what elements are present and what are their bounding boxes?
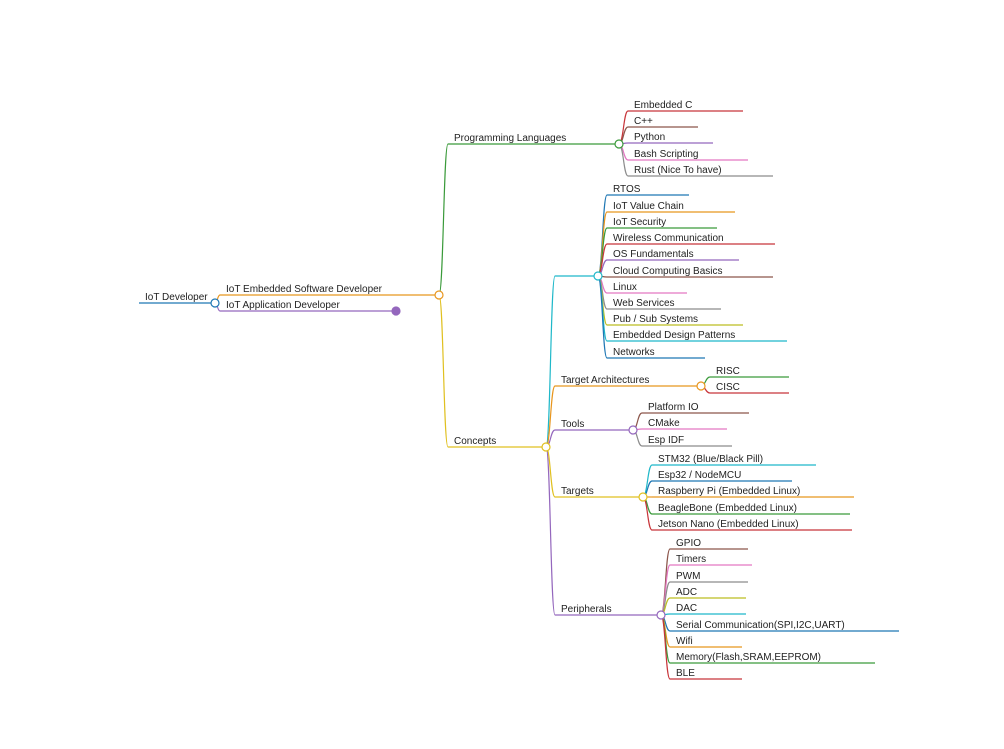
node-label-linux[interactable]: Linux bbox=[613, 282, 637, 293]
mindmap-links bbox=[139, 110, 899, 680]
node-label-peripherals[interactable]: Peripherals bbox=[561, 604, 612, 615]
node-label-platform-io[interactable]: Platform IO bbox=[648, 402, 699, 413]
link-peripherals bbox=[545, 446, 556, 616]
node-label-os-fundamentals[interactable]: OS Fundamentals bbox=[613, 249, 694, 260]
node-label-rtos[interactable]: RTOS bbox=[613, 184, 641, 195]
collapse-toggle-concepts[interactable] bbox=[541, 442, 551, 452]
node-label-cmake[interactable]: CMake bbox=[648, 418, 680, 429]
collapse-toggle-targets[interactable] bbox=[638, 492, 648, 502]
node-label-web-services[interactable]: Web Services bbox=[613, 298, 675, 309]
collapse-toggle-target-architectures[interactable] bbox=[696, 381, 706, 391]
node-label-memory[interactable]: Memory(Flash,SRAM,EEPROM) bbox=[676, 652, 821, 663]
node-label-targets[interactable]: Targets bbox=[561, 486, 594, 497]
node-label-jetson-nano[interactable]: Jetson Nano (Embedded Linux) bbox=[658, 519, 799, 530]
node-label-iot-value-chain[interactable]: IoT Value Chain bbox=[613, 201, 684, 212]
node-label-concepts[interactable]: Concepts bbox=[454, 436, 496, 447]
link-concepts bbox=[438, 294, 449, 448]
link-concepts-group bbox=[545, 275, 556, 448]
collapse-toggle-concepts-group[interactable] bbox=[593, 271, 603, 281]
node-label-application[interactable]: IoT Application Developer bbox=[226, 300, 340, 311]
node-label-wifi[interactable]: Wifi bbox=[676, 636, 693, 647]
node-label-tools[interactable]: Tools bbox=[561, 419, 584, 430]
node-label-timers[interactable]: Timers bbox=[676, 554, 706, 565]
node-label-target-architectures[interactable]: Target Architectures bbox=[561, 375, 649, 386]
expand-toggle-application[interactable] bbox=[391, 306, 401, 316]
link-networks bbox=[597, 275, 608, 359]
node-label-stm32[interactable]: STM32 (Blue/Black Pill) bbox=[658, 454, 763, 465]
node-label-iot-security[interactable]: IoT Security bbox=[613, 217, 666, 228]
node-label-cisc[interactable]: CISC bbox=[716, 382, 740, 393]
node-label-embedded-c[interactable]: Embedded C bbox=[634, 100, 692, 111]
collapse-toggle-embedded[interactable] bbox=[434, 290, 444, 300]
node-label-serial-communication[interactable]: Serial Communication(SPI,I2C,UART) bbox=[676, 620, 845, 631]
node-label-ble[interactable]: BLE bbox=[676, 668, 695, 679]
node-label-gpio[interactable]: GPIO bbox=[676, 538, 701, 549]
link-programming-languages bbox=[438, 143, 449, 296]
node-label-dac[interactable]: DAC bbox=[676, 603, 697, 614]
node-label-beaglebone[interactable]: BeagleBone (Embedded Linux) bbox=[658, 503, 797, 514]
node-label-embedded-design-patterns[interactable]: Embedded Design Patterns bbox=[613, 330, 735, 341]
node-label-risc[interactable]: RISC bbox=[716, 366, 740, 377]
node-label-raspberry-pi[interactable]: Raspberry Pi (Embedded Linux) bbox=[658, 486, 800, 497]
node-label-cloud-computing-basics[interactable]: Cloud Computing Basics bbox=[613, 266, 723, 277]
node-label-python[interactable]: Python bbox=[634, 132, 665, 143]
node-label-pwm[interactable]: PWM bbox=[676, 571, 700, 582]
collapse-toggle-peripherals[interactable] bbox=[656, 610, 666, 620]
node-label-cpp[interactable]: C++ bbox=[634, 116, 653, 127]
collapse-toggle-programming-languages[interactable] bbox=[614, 139, 624, 149]
node-label-esp32[interactable]: Esp32 / NodeMCU bbox=[658, 470, 741, 481]
mindmap-nodes: IoT Developer IoT Embedded Software Devel… bbox=[145, 100, 845, 679]
node-label-wireless-communication[interactable]: Wireless Communication bbox=[613, 233, 724, 244]
node-label-networks[interactable]: Networks bbox=[613, 347, 655, 358]
node-label-esp-idf[interactable]: Esp IDF bbox=[648, 435, 684, 446]
node-label-pub-sub-systems[interactable]: Pub / Sub Systems bbox=[613, 314, 698, 325]
collapse-toggle-root[interactable] bbox=[210, 298, 220, 308]
node-label-programming-languages[interactable]: Programming Languages bbox=[454, 133, 566, 144]
node-label-adc[interactable]: ADC bbox=[676, 587, 697, 598]
collapse-toggle-tools[interactable] bbox=[628, 425, 638, 435]
node-label-embedded[interactable]: IoT Embedded Software Developer bbox=[226, 284, 383, 295]
node-label-rust[interactable]: Rust (Nice To have) bbox=[634, 165, 722, 176]
node-label-root[interactable]: IoT Developer bbox=[145, 292, 208, 303]
node-label-bash-scripting[interactable]: Bash Scripting bbox=[634, 149, 698, 160]
